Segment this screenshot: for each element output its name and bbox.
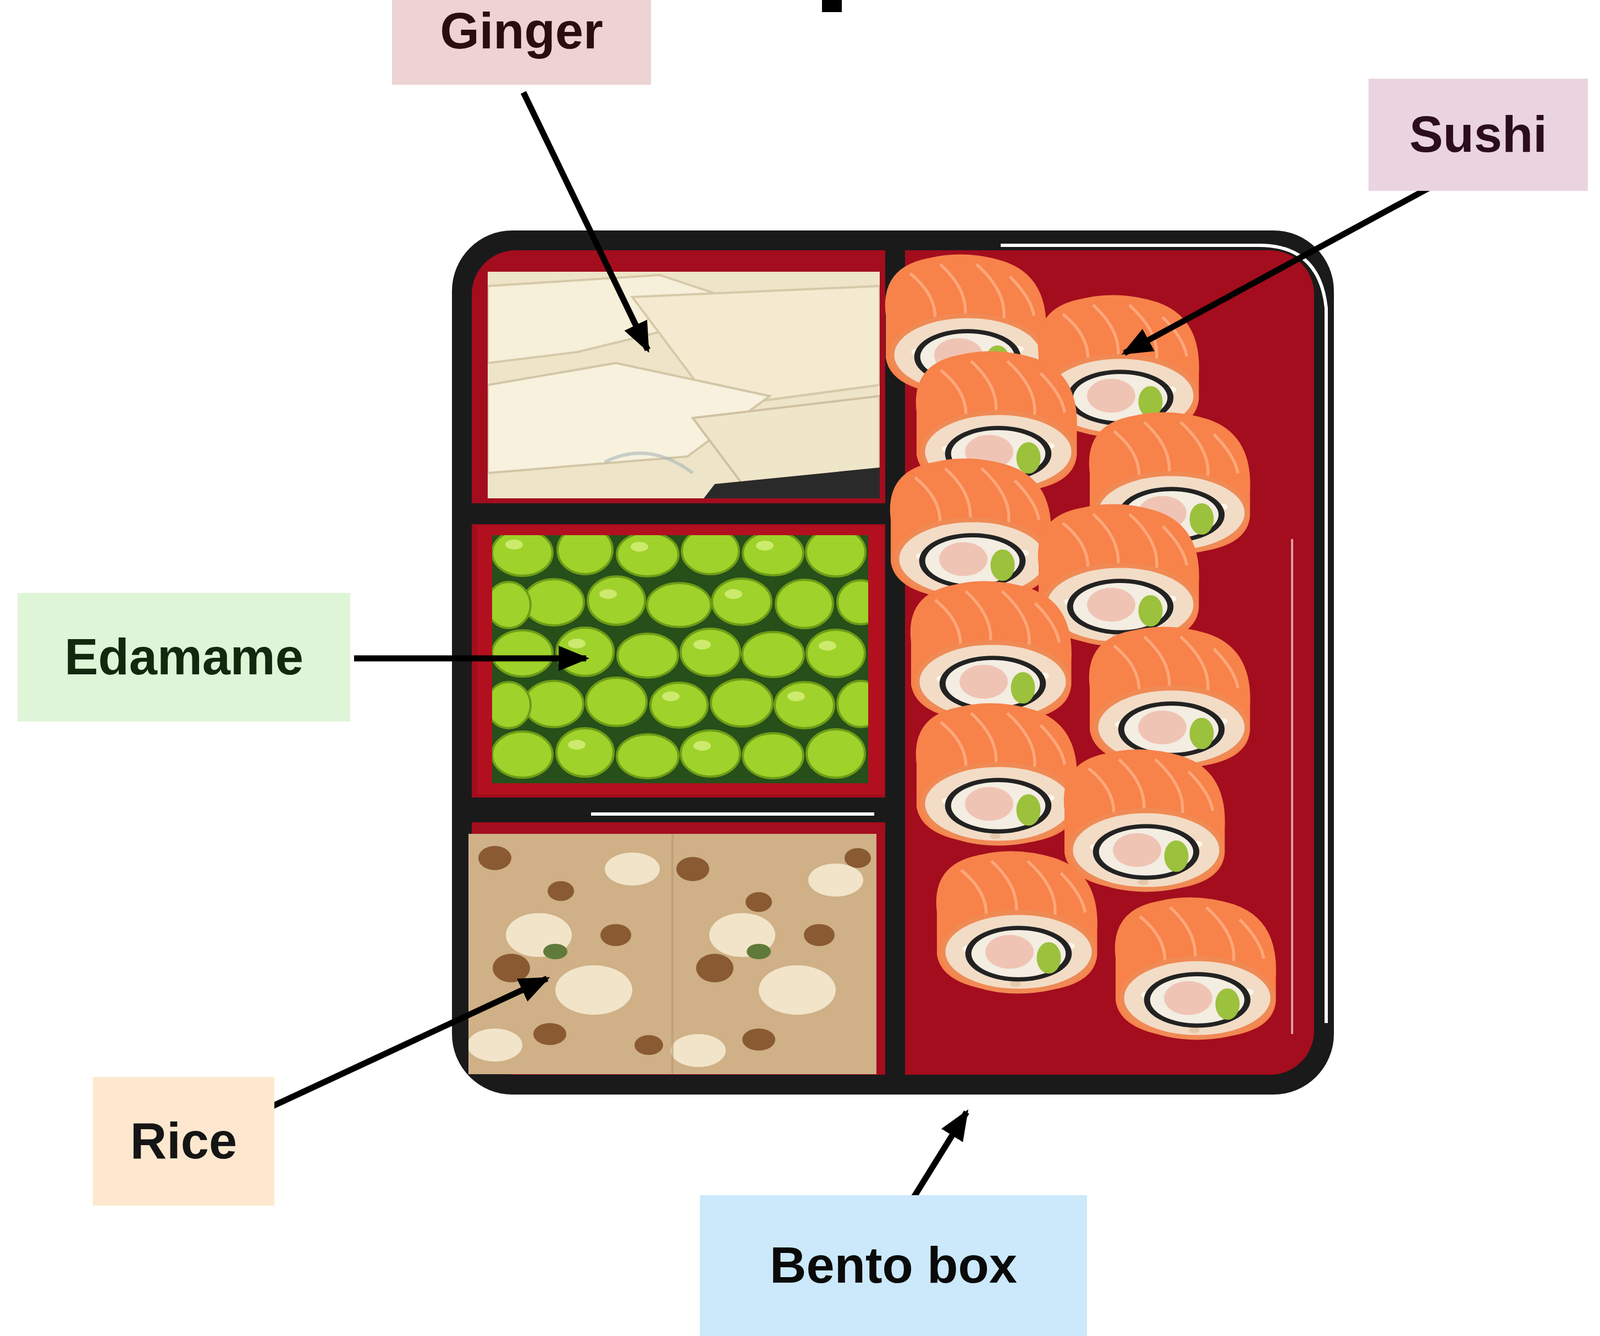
- leader-line: [1124, 175, 1451, 353]
- label-text: Edamame: [64, 629, 304, 685]
- callout-label: Rice: [92, 1076, 275, 1206]
- label-text: Ginger: [439, 3, 603, 59]
- callout-label: Edamame: [17, 592, 351, 722]
- label-text: Bento box: [769, 1237, 1018, 1293]
- label-text: Rice: [130, 1112, 237, 1169]
- leader-line: [250, 978, 548, 1117]
- callout-label: Ginger: [392, 0, 651, 85]
- leader-line: [354, 655, 587, 662]
- leader-line: [523, 92, 648, 350]
- callout-label: Sushi: [1368, 78, 1588, 191]
- callout-label: Bento box: [699, 1194, 1088, 1336]
- label-text: Sushi: [1409, 106, 1547, 163]
